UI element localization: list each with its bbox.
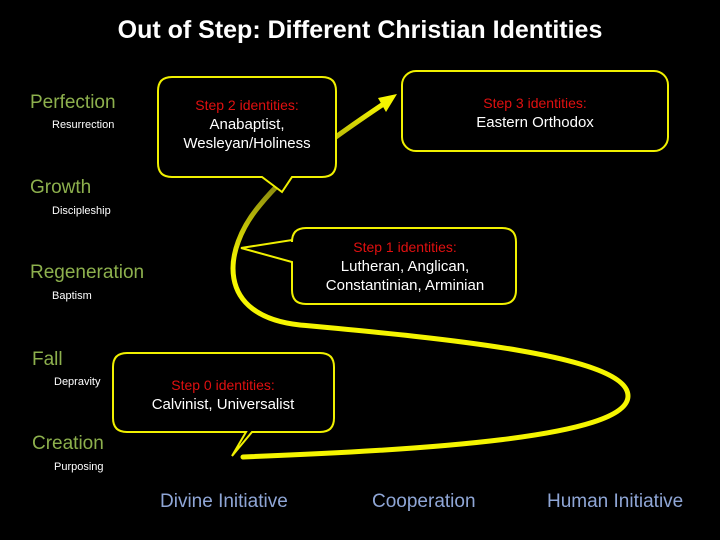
arrowhead-icon — [378, 94, 397, 112]
stage-fall: Fall — [32, 349, 63, 370]
stage-creation: Creation — [32, 433, 104, 454]
callout-step-3: Step 3 identities: Eastern Orthodox — [402, 94, 668, 132]
axis-label-cooperation: Cooperation — [372, 491, 476, 512]
callout-step-0: Step 0 identities: Calvinist, Universali… — [118, 376, 328, 414]
callout-step-1-line-2: Constantinian, Arminian — [325, 277, 485, 294]
callout-step-2-line-1: Anabaptist, — [209, 116, 285, 133]
callout-step-1-heading: Step 1 identities: — [353, 239, 457, 255]
substage-purposing: Purposing — [54, 461, 104, 473]
callout-step-3-border — [401, 70, 669, 152]
callout-step-1: Step 1 identities: Lutheran, Anglican, C… — [300, 238, 510, 295]
callout-step-2-heading: Step 2 identities: — [195, 97, 299, 113]
callout-step-3-line-1: Eastern Orthodox — [476, 114, 594, 131]
callout-step-2-line-2: Wesleyan/Holiness — [183, 135, 311, 152]
callout-step-0-heading: Step 0 identities: — [171, 377, 275, 393]
callout-step-3-heading: Step 3 identities: — [483, 95, 587, 111]
callout-step-2-border — [157, 76, 337, 194]
substage-baptism: Baptism — [52, 290, 92, 302]
substage-resurrection: Resurrection — [52, 119, 115, 131]
page-title: Out of Step: Different Christian Identit… — [117, 16, 603, 44]
callout-step-0-border — [112, 352, 335, 457]
stage-perfection: Perfection — [30, 92, 116, 113]
callout-step-1-border — [240, 227, 517, 305]
journey-path — [230, 102, 631, 460]
substage-depravity: Depravity — [54, 376, 101, 388]
axis-label-divine-initiative: Divine Initiative — [160, 491, 288, 512]
axis-label-human-initiative: Human Initiative — [547, 491, 684, 512]
callout-step-2: Step 2 identities: Anabaptist, Wesleyan/… — [162, 96, 332, 153]
callout-step-0-line-1: Calvinist, Universalist — [151, 396, 295, 413]
callout-step-1-line-1: Lutheran, Anglican, — [340, 258, 470, 275]
substage-discipleship: Discipleship — [52, 205, 111, 217]
stage-growth: Growth — [30, 177, 92, 198]
stage-regeneration: Regeneration — [30, 262, 145, 283]
